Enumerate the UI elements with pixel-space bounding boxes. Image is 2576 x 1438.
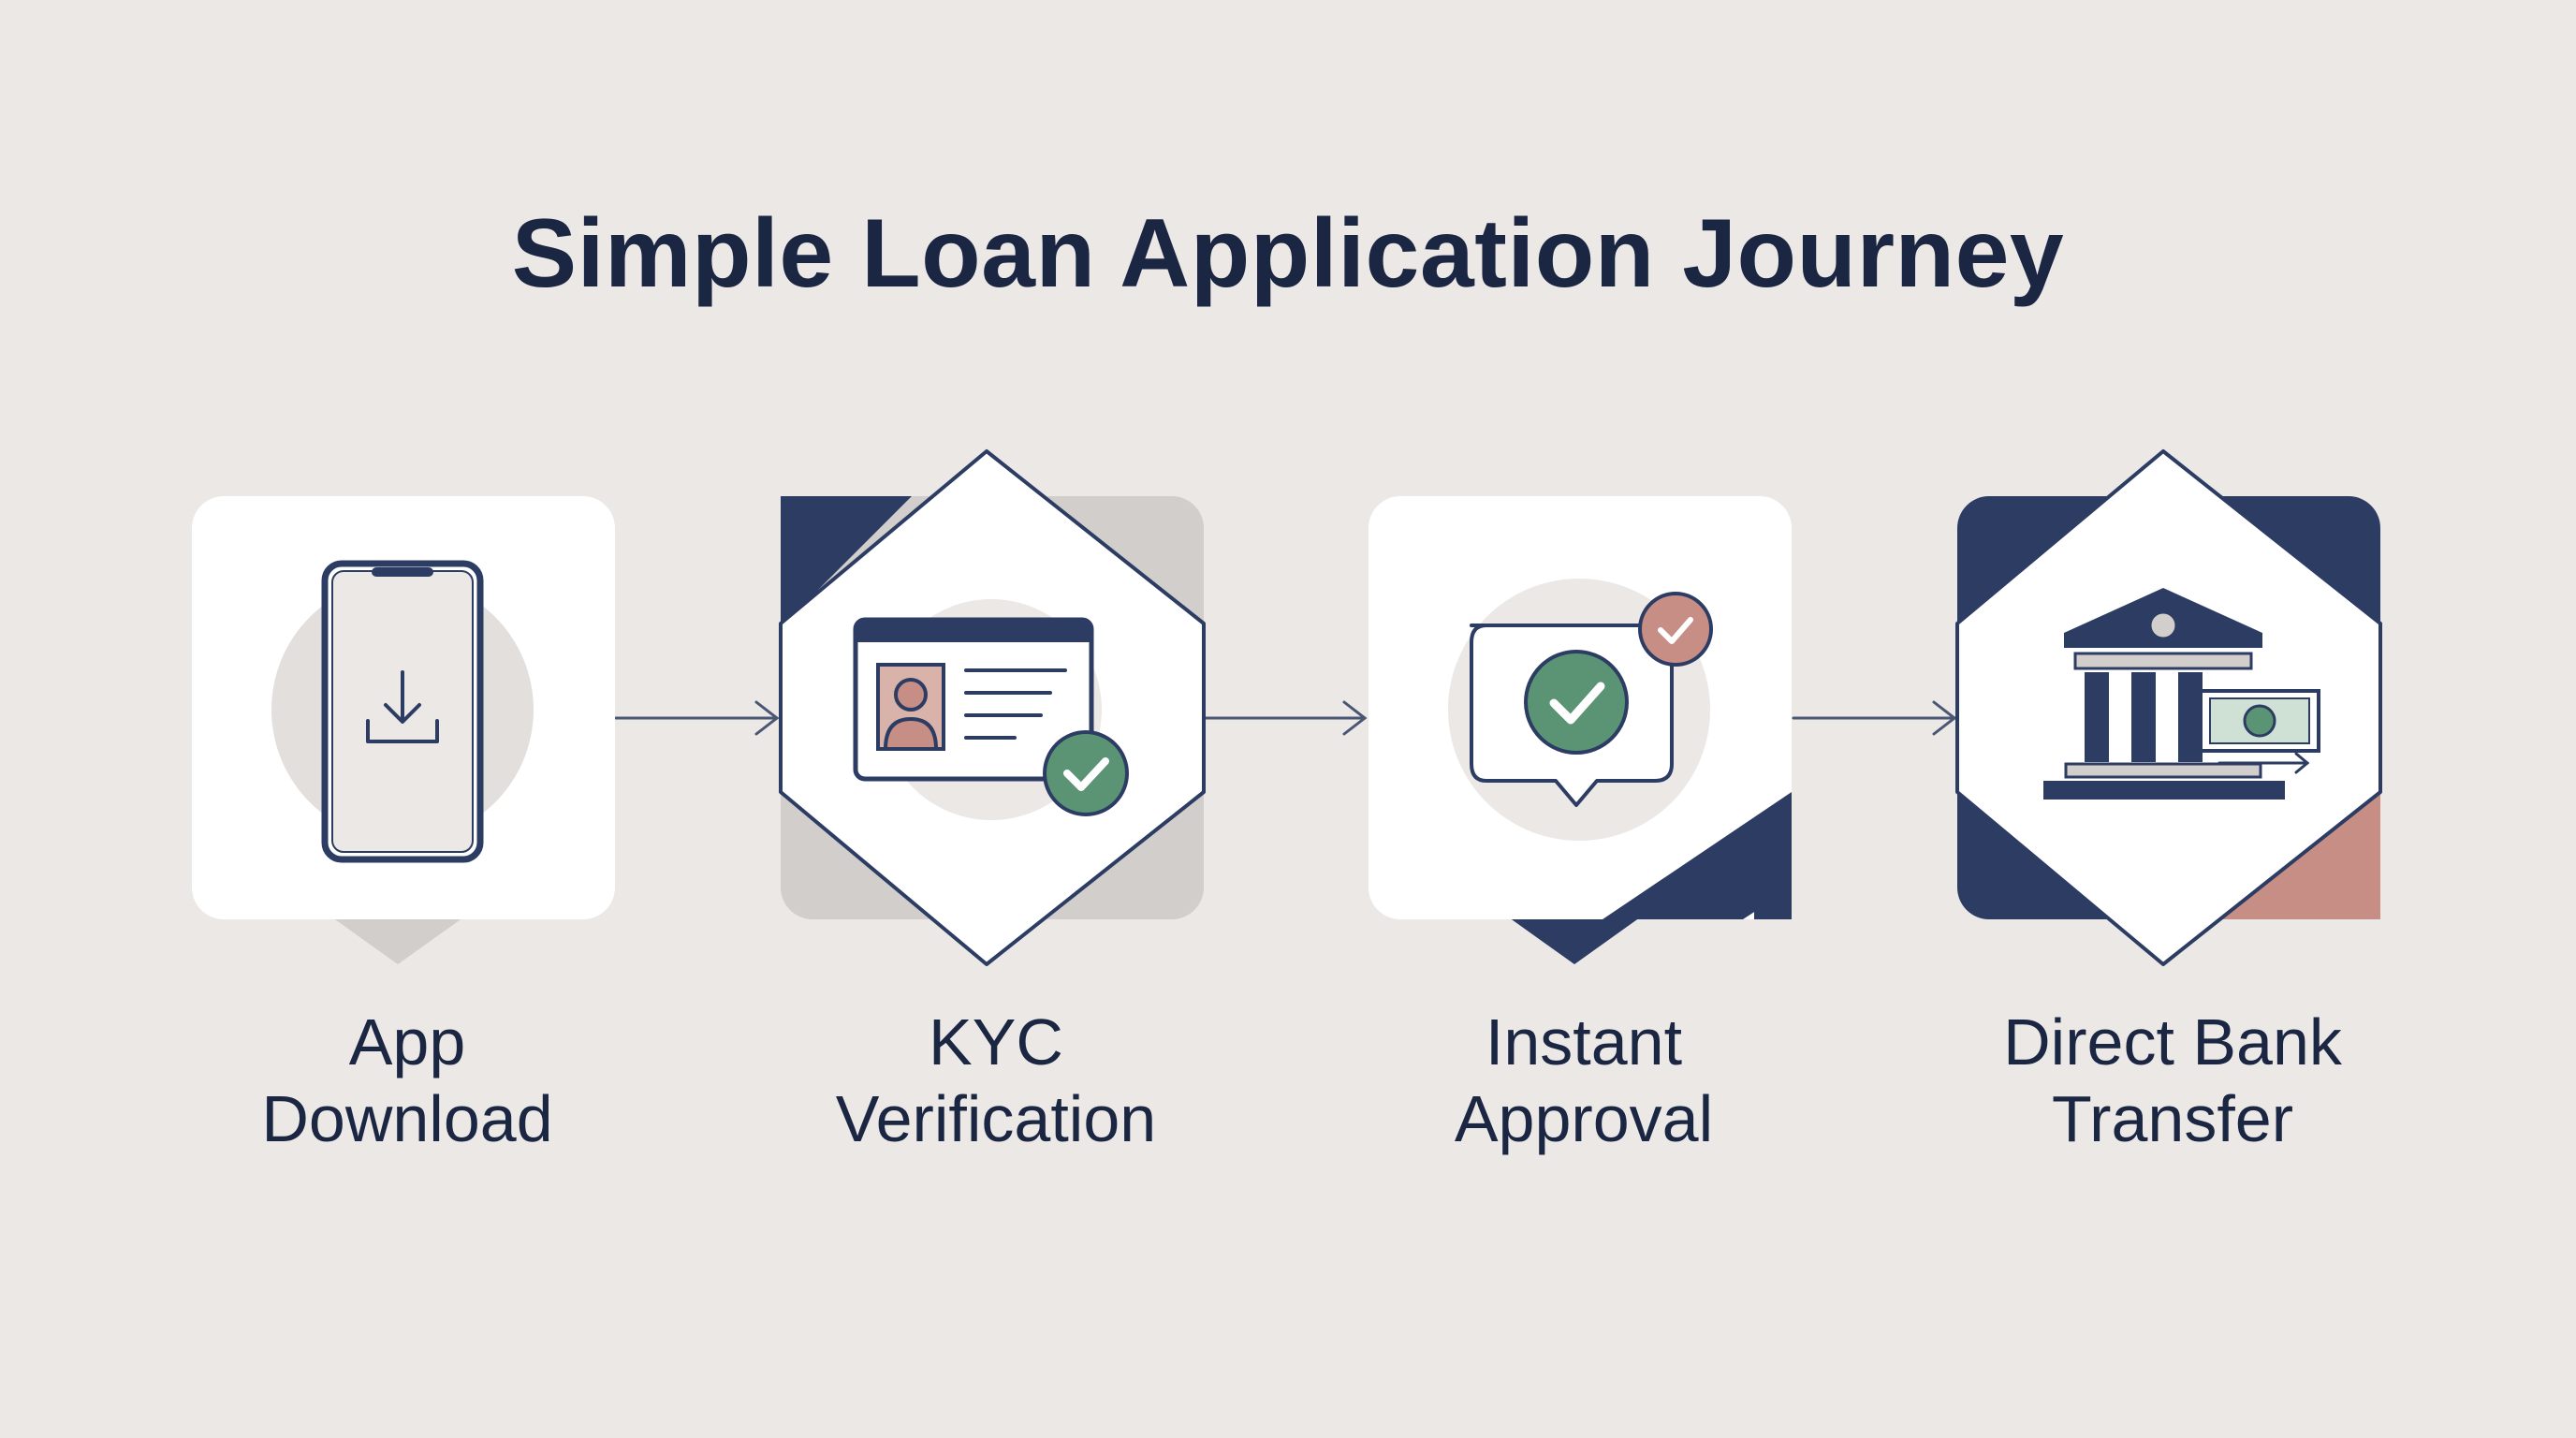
step-label-line: Approval xyxy=(1454,1082,1714,1155)
step-label-line: Download xyxy=(261,1082,553,1155)
step-label-instant-approval: Instant Approval xyxy=(1322,1004,1846,1157)
step-label-direct-bank-transfer: Direct Bank Transfer xyxy=(1910,1004,2435,1157)
step-label-kyc-verification: KYC Verification xyxy=(734,1004,1258,1157)
step-label-line: Instant xyxy=(1485,1005,1683,1078)
id-card-check-icon xyxy=(779,449,1206,966)
connector-arrowhead-1 xyxy=(754,700,780,736)
step-kyc-verification xyxy=(706,440,1258,992)
smartphone-download-icon xyxy=(192,496,615,964)
step-label-line: App xyxy=(348,1005,466,1078)
step-direct-bank-transfer xyxy=(1882,440,2435,992)
approval-message-check-icon xyxy=(1368,496,1792,964)
step-label-line: KYC xyxy=(929,1005,1063,1078)
step-label-line: Verification xyxy=(835,1082,1157,1155)
step-instant-approval xyxy=(1294,440,1846,992)
connector-arrowhead-3 xyxy=(1932,700,1957,736)
step-label-line: Direct Bank xyxy=(2003,1005,2342,1078)
step-app-download xyxy=(117,440,669,992)
bank-money-transfer-icon xyxy=(1955,449,2382,966)
page-title: Simple Loan Application Journey xyxy=(511,199,2065,308)
connector-arrowhead-2 xyxy=(1342,700,1368,736)
step-label-app-download: App Download xyxy=(145,1004,669,1157)
step-label-line: Transfer xyxy=(2051,1082,2294,1155)
